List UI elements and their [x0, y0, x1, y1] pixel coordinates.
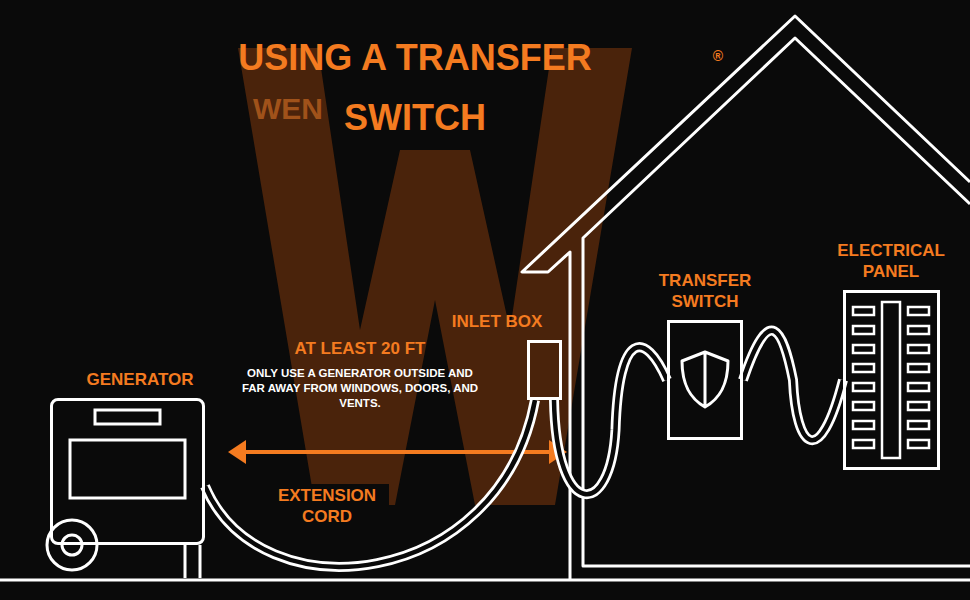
cable: [205, 400, 535, 567]
registered-mark: ®: [708, 48, 728, 64]
inlet-box: INLET BOX: [442, 311, 562, 400]
generator-panel: [70, 440, 185, 498]
breaker: [853, 326, 874, 334]
distance-label: AT LEAST 20 FT: [250, 338, 470, 359]
node-label: GENERATOR: [60, 369, 220, 390]
transfer-switch-outline: [667, 320, 743, 440]
cable: [743, 331, 843, 441]
breaker: [853, 364, 874, 372]
dimension-line: [240, 450, 555, 454]
breaker-rows: [853, 302, 929, 458]
breaker: [908, 383, 929, 391]
breaker: [908, 307, 929, 315]
breaker: [853, 345, 874, 353]
breaker: [908, 402, 929, 410]
generator-handle: [95, 410, 160, 424]
electrical-panel: ELECTRICAL PANEL: [821, 240, 961, 470]
cable-core: [743, 331, 843, 441]
breaker: [853, 383, 874, 391]
safety-note: ONLY USE A GENERATOR OUTSIDE AND FAR AWA…: [240, 366, 480, 411]
breaker: [853, 440, 874, 448]
dimension-arrowhead: [228, 440, 246, 464]
node-label: INLET BOX: [442, 311, 552, 332]
generator: GENERATOR: [50, 369, 220, 545]
watermark-text: WEN: [243, 92, 333, 126]
edge-label: EXTENSION CORD: [265, 484, 389, 528]
breaker: [908, 345, 929, 353]
breaker: [853, 307, 874, 315]
generator-wheel: [47, 520, 97, 570]
cable-outline: [205, 400, 535, 567]
breaker: [908, 364, 929, 372]
breaker: [853, 402, 874, 410]
transfer-switch: TRANSFER SWITCH: [645, 270, 765, 440]
cable-outline: [743, 331, 843, 441]
ground-line: [0, 579, 970, 582]
cable: [554, 347, 667, 494]
node-label: ELECTRICAL PANEL: [821, 240, 961, 282]
house-inner-outline: [583, 38, 970, 566]
generator-outline: [50, 398, 205, 545]
electrical-panel-outline: [843, 290, 940, 470]
wheel-hub: [62, 535, 82, 555]
inlet-box-outline: [527, 340, 562, 400]
breaker: [853, 421, 874, 429]
breaker: [908, 326, 929, 334]
shield-icon: [682, 352, 728, 407]
bus-bar: [882, 302, 900, 458]
breaker: [908, 440, 929, 448]
house-outline: [522, 16, 970, 580]
cable-core: [554, 347, 667, 494]
breaker: [908, 421, 929, 429]
generator-foot: [185, 545, 200, 578]
cable-outline: [554, 347, 667, 494]
cable-core: [205, 400, 535, 567]
node-label: TRANSFER SWITCH: [645, 270, 765, 312]
title: USING A TRANSFER SWITCH: [210, 28, 620, 148]
